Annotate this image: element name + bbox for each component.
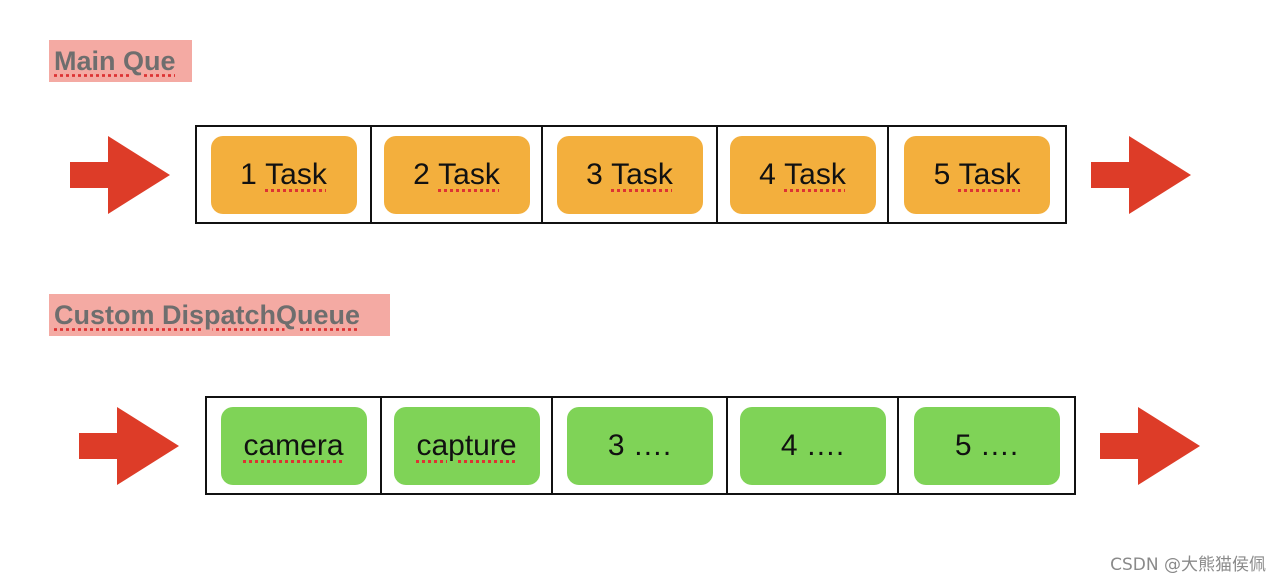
task-label: capture bbox=[416, 428, 517, 462]
task-block: capture bbox=[393, 406, 540, 485]
task-block: 4 …. bbox=[739, 406, 886, 485]
main-queue-title: Main Que bbox=[49, 40, 192, 82]
task-label: 5 …. bbox=[954, 428, 1019, 462]
queue-slot: 4 Task bbox=[718, 127, 889, 222]
task-block: 3 Task bbox=[556, 135, 703, 214]
task-word: Task bbox=[784, 157, 846, 191]
queue-slot: 5 Task bbox=[889, 127, 1065, 222]
custom-queue-title-text: Custom DispatchQueue bbox=[54, 300, 361, 330]
watermark: CSDN @大熊猫侯佩 bbox=[1110, 555, 1266, 575]
custom-queue-title: Custom DispatchQueue bbox=[49, 294, 390, 336]
main-queue: 1 Task 2 Task 3 Task 4 Task 5 Task bbox=[195, 125, 1067, 224]
task-word: Task bbox=[438, 157, 500, 191]
task-block: 1 Task bbox=[210, 135, 357, 214]
queue-slot: 2 Task bbox=[372, 127, 543, 222]
main-queue-title-text: Main Que bbox=[54, 46, 176, 76]
task-word: Task bbox=[611, 157, 673, 191]
queue-slot: 5 …. bbox=[899, 398, 1074, 493]
task-block: 5 Task bbox=[904, 135, 1050, 214]
task-number: 2 bbox=[413, 157, 430, 191]
queue-slot: 1 Task bbox=[197, 127, 372, 222]
arrow-right-icon bbox=[1100, 407, 1200, 485]
task-number: 5 bbox=[933, 157, 951, 191]
task-number: 4 bbox=[759, 157, 776, 191]
task-label: 4 …. bbox=[780, 428, 845, 462]
task-block: camera bbox=[220, 406, 367, 485]
queue-slot: 3 Task bbox=[543, 127, 718, 222]
task-number: 3 bbox=[586, 157, 603, 191]
task-label: camera bbox=[243, 428, 344, 462]
task-block: 2 Task bbox=[383, 135, 530, 214]
queue-slot: camera bbox=[207, 398, 382, 493]
task-block: 4 Task bbox=[729, 135, 876, 214]
queue-slot: 4 …. bbox=[728, 398, 899, 493]
task-word: Task bbox=[958, 157, 1021, 191]
arrow-right-icon bbox=[1091, 136, 1191, 214]
queue-slot: 3 …. bbox=[553, 398, 728, 493]
custom-queue: camera capture 3 …. 4 …. 5 …. bbox=[205, 396, 1076, 495]
queue-slot: capture bbox=[382, 398, 553, 493]
task-number: 1 bbox=[240, 157, 257, 191]
task-label: 3 …. bbox=[607, 428, 672, 462]
task-word: Task bbox=[265, 157, 327, 191]
arrow-right-icon bbox=[70, 136, 170, 214]
task-block: 5 …. bbox=[913, 406, 1060, 485]
task-block: 3 …. bbox=[566, 406, 713, 485]
arrow-right-icon bbox=[79, 407, 179, 485]
